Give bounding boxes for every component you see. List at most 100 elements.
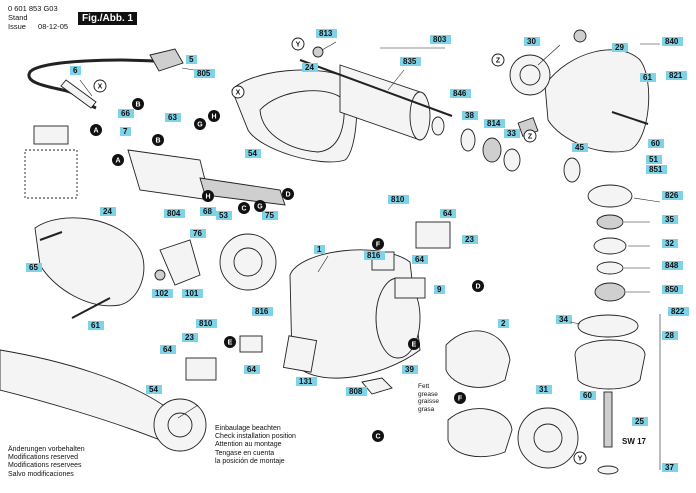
callout-badge (196, 319, 217, 328)
callout-badge (216, 211, 232, 220)
installation-line: la posición de montaje (215, 457, 285, 465)
issue-line: Issue 08-12-05 (8, 22, 68, 31)
callout-24a: 24 (302, 63, 318, 72)
callout-840: 840 (662, 37, 683, 46)
callout-badge (412, 255, 428, 264)
bearing-814 (482, 137, 502, 163)
letter-marker-circle (523, 129, 537, 143)
diagram-header: 0 601 853 G03 Stand Issue 08-12-05 (8, 4, 68, 31)
callout-badge (262, 211, 278, 220)
letter-marker-label: Y (296, 42, 301, 49)
bearing-850 (594, 282, 626, 302)
callout-number: 816 (255, 307, 269, 316)
callout-number: 821 (669, 71, 683, 80)
callout-badge (434, 285, 445, 294)
switch-assembly-804 (127, 149, 211, 201)
letter-marker-label: E (228, 340, 233, 347)
fan-hub (533, 423, 563, 453)
callout-5: 5 (186, 55, 197, 64)
grease-note: Fett grease graisse grasa (418, 383, 439, 413)
callout-51: 51 (646, 155, 662, 164)
callout-badge (668, 307, 689, 316)
insulation-131 (282, 335, 318, 373)
letter-marker-label: X (98, 84, 103, 91)
callout-badge (640, 73, 656, 82)
issue-date: 08-12-05 (38, 22, 69, 31)
letter-marker-b: B (152, 134, 164, 146)
callout-number: 45 (575, 143, 584, 152)
letter-marker-label: B (135, 102, 140, 109)
callout-number: 5 (189, 55, 194, 64)
letter-marker-z: Z (491, 53, 505, 67)
letter-marker-label: C (241, 206, 246, 213)
callout-821: 821 (666, 71, 687, 80)
letter-marker-e: E (408, 338, 420, 350)
wiring-detail (24, 149, 78, 199)
callout-number: 835 (403, 57, 417, 66)
letter-marker-label: G (257, 204, 263, 211)
callout-848: 848 (662, 261, 683, 270)
callout-badge (165, 113, 181, 122)
callout-number: 39 (405, 365, 414, 374)
letter-marker-circle (282, 188, 294, 200)
brush-holder-hub (233, 247, 263, 277)
letter-marker-circle (231, 85, 245, 99)
callout-number: 37 (665, 463, 674, 472)
letter-marker-label: X (236, 90, 241, 97)
callout-badge (388, 195, 409, 204)
callout-131: 131 (296, 377, 317, 386)
callout-number: 24 (103, 207, 112, 216)
callout-number: 813 (319, 29, 333, 38)
bearing-35 (596, 214, 624, 230)
callout-7: 7 (120, 127, 131, 136)
nut-37 (597, 465, 619, 475)
letter-marker-label: B (155, 138, 160, 145)
letter-marker-d: D (472, 280, 484, 292)
callout-number: 810 (199, 319, 213, 328)
letter-marker-y: Y (291, 37, 305, 51)
bevel-gear-hub (519, 64, 541, 86)
callout-number: 64 (443, 209, 452, 218)
grease-line: grasa (418, 405, 435, 413)
callout-badge (662, 191, 683, 200)
callout-badge (245, 149, 261, 158)
crown-gear-826 (587, 184, 633, 208)
o-ring-34 (577, 314, 639, 338)
issue-label: Issue (8, 22, 26, 31)
callout-badge (164, 209, 185, 218)
callout-badge (572, 143, 588, 152)
callout-39: 39 (402, 365, 418, 374)
callout-805: 805 (194, 69, 215, 78)
letter-marker-d: D (282, 188, 294, 200)
callout-badge (612, 43, 628, 52)
callout-badge (88, 321, 104, 330)
callout-badge (146, 385, 162, 394)
callout-64d: 64 (244, 365, 260, 374)
callout-badge (26, 263, 42, 272)
callout-60a: 60 (648, 139, 664, 148)
callout-803: 803 (430, 35, 451, 44)
callout-badge (662, 261, 683, 270)
spring-102 (154, 269, 166, 281)
callout-9: 9 (434, 285, 445, 294)
screw-65 (39, 231, 63, 241)
callout-number: 2 (501, 319, 506, 328)
callout-number: 60 (651, 139, 660, 148)
letter-marker-circle (372, 430, 384, 442)
callout-6: 6 (70, 66, 81, 75)
assembled-tool-hub (167, 412, 193, 438)
callout-23a: 23 (462, 235, 478, 244)
callout-badge (402, 365, 418, 374)
callout-804: 804 (164, 209, 185, 218)
letter-marker-circle (90, 124, 102, 136)
letter-marker-label: A (93, 128, 98, 135)
modification-line: Modifications reserved (8, 454, 79, 462)
callout-number: 23 (185, 333, 194, 342)
callout-badge (182, 289, 203, 298)
callout-number: 66 (121, 109, 130, 118)
modification-line: Modifications reservees (8, 462, 82, 470)
callout-number: 846 (453, 89, 467, 98)
callout-number: 810 (391, 195, 405, 204)
